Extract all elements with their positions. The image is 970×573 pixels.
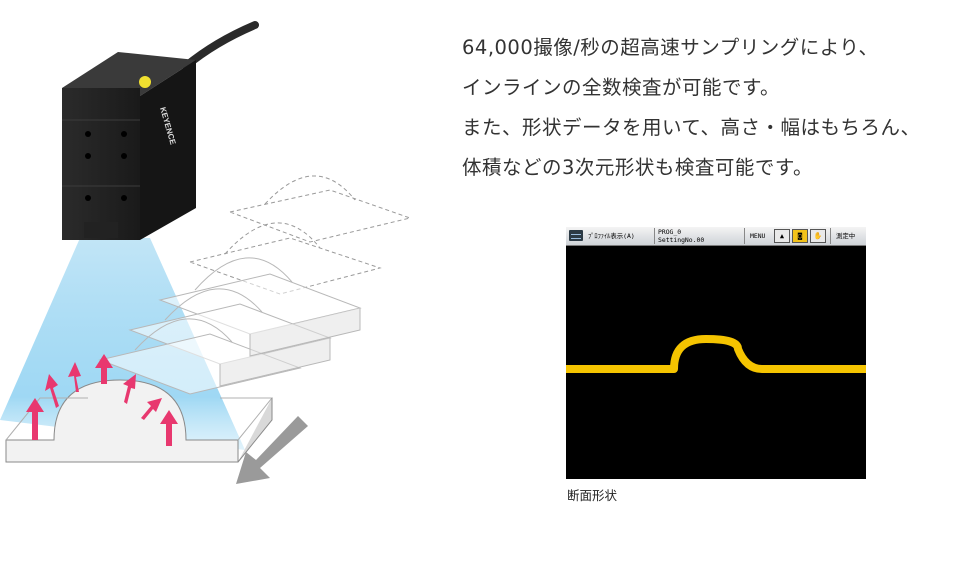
- profile-plot: [566, 335, 866, 373]
- sensor-scan-illustration: KEYENCE: [0, 21, 412, 484]
- laser-beam: [0, 238, 245, 450]
- description-line: 体積などの3次元形状も検査可能です。: [462, 156, 813, 179]
- setup-icon[interactable]: ▲: [774, 229, 790, 243]
- description-line: インラインの全数検査が可能です。: [462, 76, 781, 99]
- workpiece-slices: [98, 257, 362, 395]
- sensor-head: KEYENCE: [62, 52, 196, 240]
- hand-icon[interactable]: ✋: [810, 229, 826, 243]
- mode-label[interactable]: ﾌﾟﾛﾌｧｲﾙ表示(A): [588, 232, 635, 240]
- sensor-cable: [182, 21, 259, 70]
- feature-description: 64,000撮像/秒の超高速サンプリングにより、 インラインの全数検査が可能です…: [462, 28, 967, 188]
- status-label: 測定中: [836, 232, 856, 240]
- menu-button[interactable]: MENU: [750, 232, 766, 240]
- setting-label: SettingNo.00: [658, 236, 705, 244]
- description-line: 64,000撮像/秒の超高速サンプリングにより、: [462, 36, 879, 59]
- indicator-led: [139, 76, 151, 88]
- camera-icon[interactable]: ◙: [792, 229, 808, 243]
- program-label: PROG_0: [658, 228, 682, 236]
- profile-mode-icon[interactable]: [569, 230, 583, 241]
- monitor-caption: 断面形状: [567, 488, 618, 503]
- monitor-header-bar: ﾌﾟﾛﾌｧｲﾙ表示(A) PROG_0 SettingNo.00 MENU ▲ …: [566, 227, 866, 246]
- profile-monitor: ﾌﾟﾛﾌｧｲﾙ表示(A) PROG_0 SettingNo.00 MENU ▲ …: [566, 227, 866, 479]
- reflection-arrows: [26, 354, 178, 446]
- description-line: また、形状データを用いて、高さ・幅はもちろん、: [462, 116, 921, 139]
- movement-arrow: [236, 416, 308, 484]
- workpiece-front: [5, 379, 274, 463]
- ghost-workpieces: [188, 175, 412, 295]
- profile-line: [566, 335, 866, 373]
